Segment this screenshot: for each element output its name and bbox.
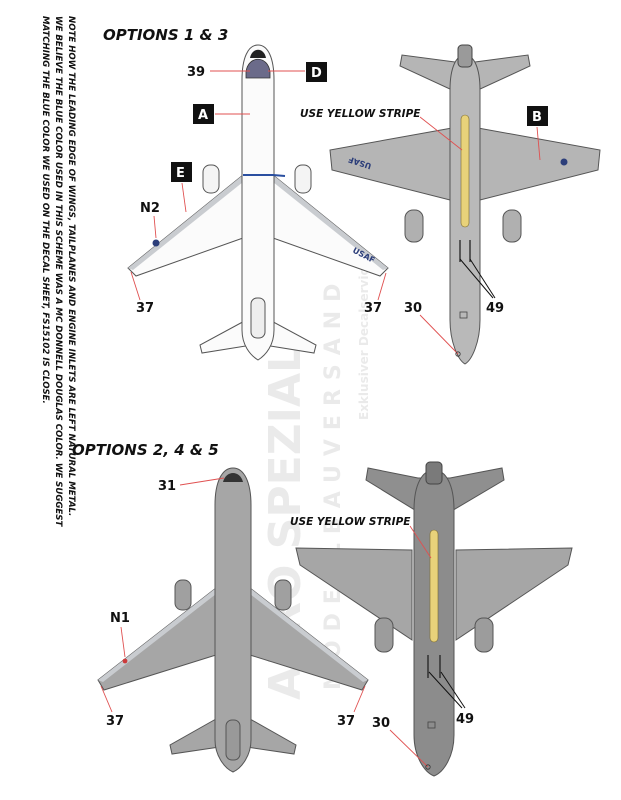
badge-d-label: D xyxy=(311,66,322,81)
tail-engine-gray-bottom xyxy=(425,461,443,485)
cockpit-area xyxy=(245,58,271,79)
engine-center-gray xyxy=(225,719,241,761)
gray-scheme-bottom-view xyxy=(295,461,573,777)
callout-n2: N2 xyxy=(140,201,160,216)
white-scheme-bottom-view: USAF xyxy=(329,44,601,365)
callout-37-left-bottom: 37 xyxy=(106,714,124,729)
use-yellow-stripe-label-top: USE YELLOW STRIPE xyxy=(300,108,421,120)
badge-a xyxy=(193,104,214,124)
engine-left-gray-bottom xyxy=(374,617,394,653)
engine-right-gray xyxy=(274,579,292,611)
callout-37-right-top: 37 xyxy=(364,301,382,316)
badge-e-label: E xyxy=(176,166,185,181)
wing-right-gray-bottom xyxy=(455,547,573,641)
fuselage-gray xyxy=(214,467,252,773)
wing-right-bottom xyxy=(477,127,601,201)
callout-37-left-top: 37 xyxy=(136,301,154,316)
callout-39: 39 xyxy=(187,65,205,80)
fuselage xyxy=(241,44,275,361)
badge-b xyxy=(527,106,548,126)
callout-49-top: 49 xyxy=(486,301,504,316)
wing-left-gray-bottom xyxy=(295,547,413,641)
section-title-options-1-3: OPTIONS 1 & 3 xyxy=(103,26,228,44)
yellow-stripe-bottom xyxy=(429,529,439,643)
white-scheme-top-view: USAF xyxy=(127,44,389,361)
engine-left xyxy=(202,164,220,194)
roundel-left xyxy=(152,239,160,247)
position-light-n1 xyxy=(122,658,128,664)
blue-cheat-line xyxy=(243,174,286,177)
note-line-2: WE BELIEVE THE BLUE COLOR USED IN THIS S… xyxy=(53,16,63,527)
note-line-3: MATCHING THE BLUE COLOR WE USED ON THE D… xyxy=(40,16,50,404)
callout-30-top: 30 xyxy=(404,301,422,316)
badge-a-label: A xyxy=(198,108,208,123)
callout-49-bottom: 49 xyxy=(456,712,474,727)
callout-37-right-bottom: 37 xyxy=(337,714,355,729)
engine-center xyxy=(250,297,266,339)
scheme-note: NOTE HOW THE LEADING EDGE OF WINGS, TAIL… xyxy=(40,16,76,527)
use-yellow-stripe-label-bottom: USE YELLOW STRIPE xyxy=(290,516,411,528)
leading-edge-right-gray xyxy=(250,588,368,682)
callout-31: 31 xyxy=(158,479,176,494)
watermark-subtitle: MODELLBAUVERSAND xyxy=(321,275,346,690)
engine-right-gray-bottom xyxy=(474,617,494,653)
badge-b-label: B xyxy=(532,110,542,125)
nose-cap xyxy=(250,49,266,58)
callout-n1: N1 xyxy=(110,611,130,626)
badge-e xyxy=(171,162,192,182)
gray-scheme-top-view xyxy=(97,467,369,773)
tail-engine-bottom xyxy=(457,44,473,68)
callout-30-bottom: 30 xyxy=(372,716,390,731)
engine-left-gray xyxy=(174,579,192,611)
watermark-tagline: Exklusiver Decalservice xyxy=(357,260,371,420)
engine-right-bottom xyxy=(502,209,522,243)
engine-right xyxy=(294,164,312,194)
leading-edge-left-gray xyxy=(98,588,216,682)
note-line-1: NOTE HOW THE LEADING EDGE OF WINGS, TAIL… xyxy=(66,16,76,516)
engine-left-bottom xyxy=(404,209,424,243)
badge-d xyxy=(306,62,327,82)
roundel-right-bottom xyxy=(560,158,568,166)
cockpit-gray xyxy=(223,473,243,482)
section-title-options-2-4-5: OPTIONS 2, 4 & 5 xyxy=(72,441,219,459)
leading-edge-right xyxy=(273,175,388,270)
yellow-stripe-top xyxy=(460,114,470,228)
